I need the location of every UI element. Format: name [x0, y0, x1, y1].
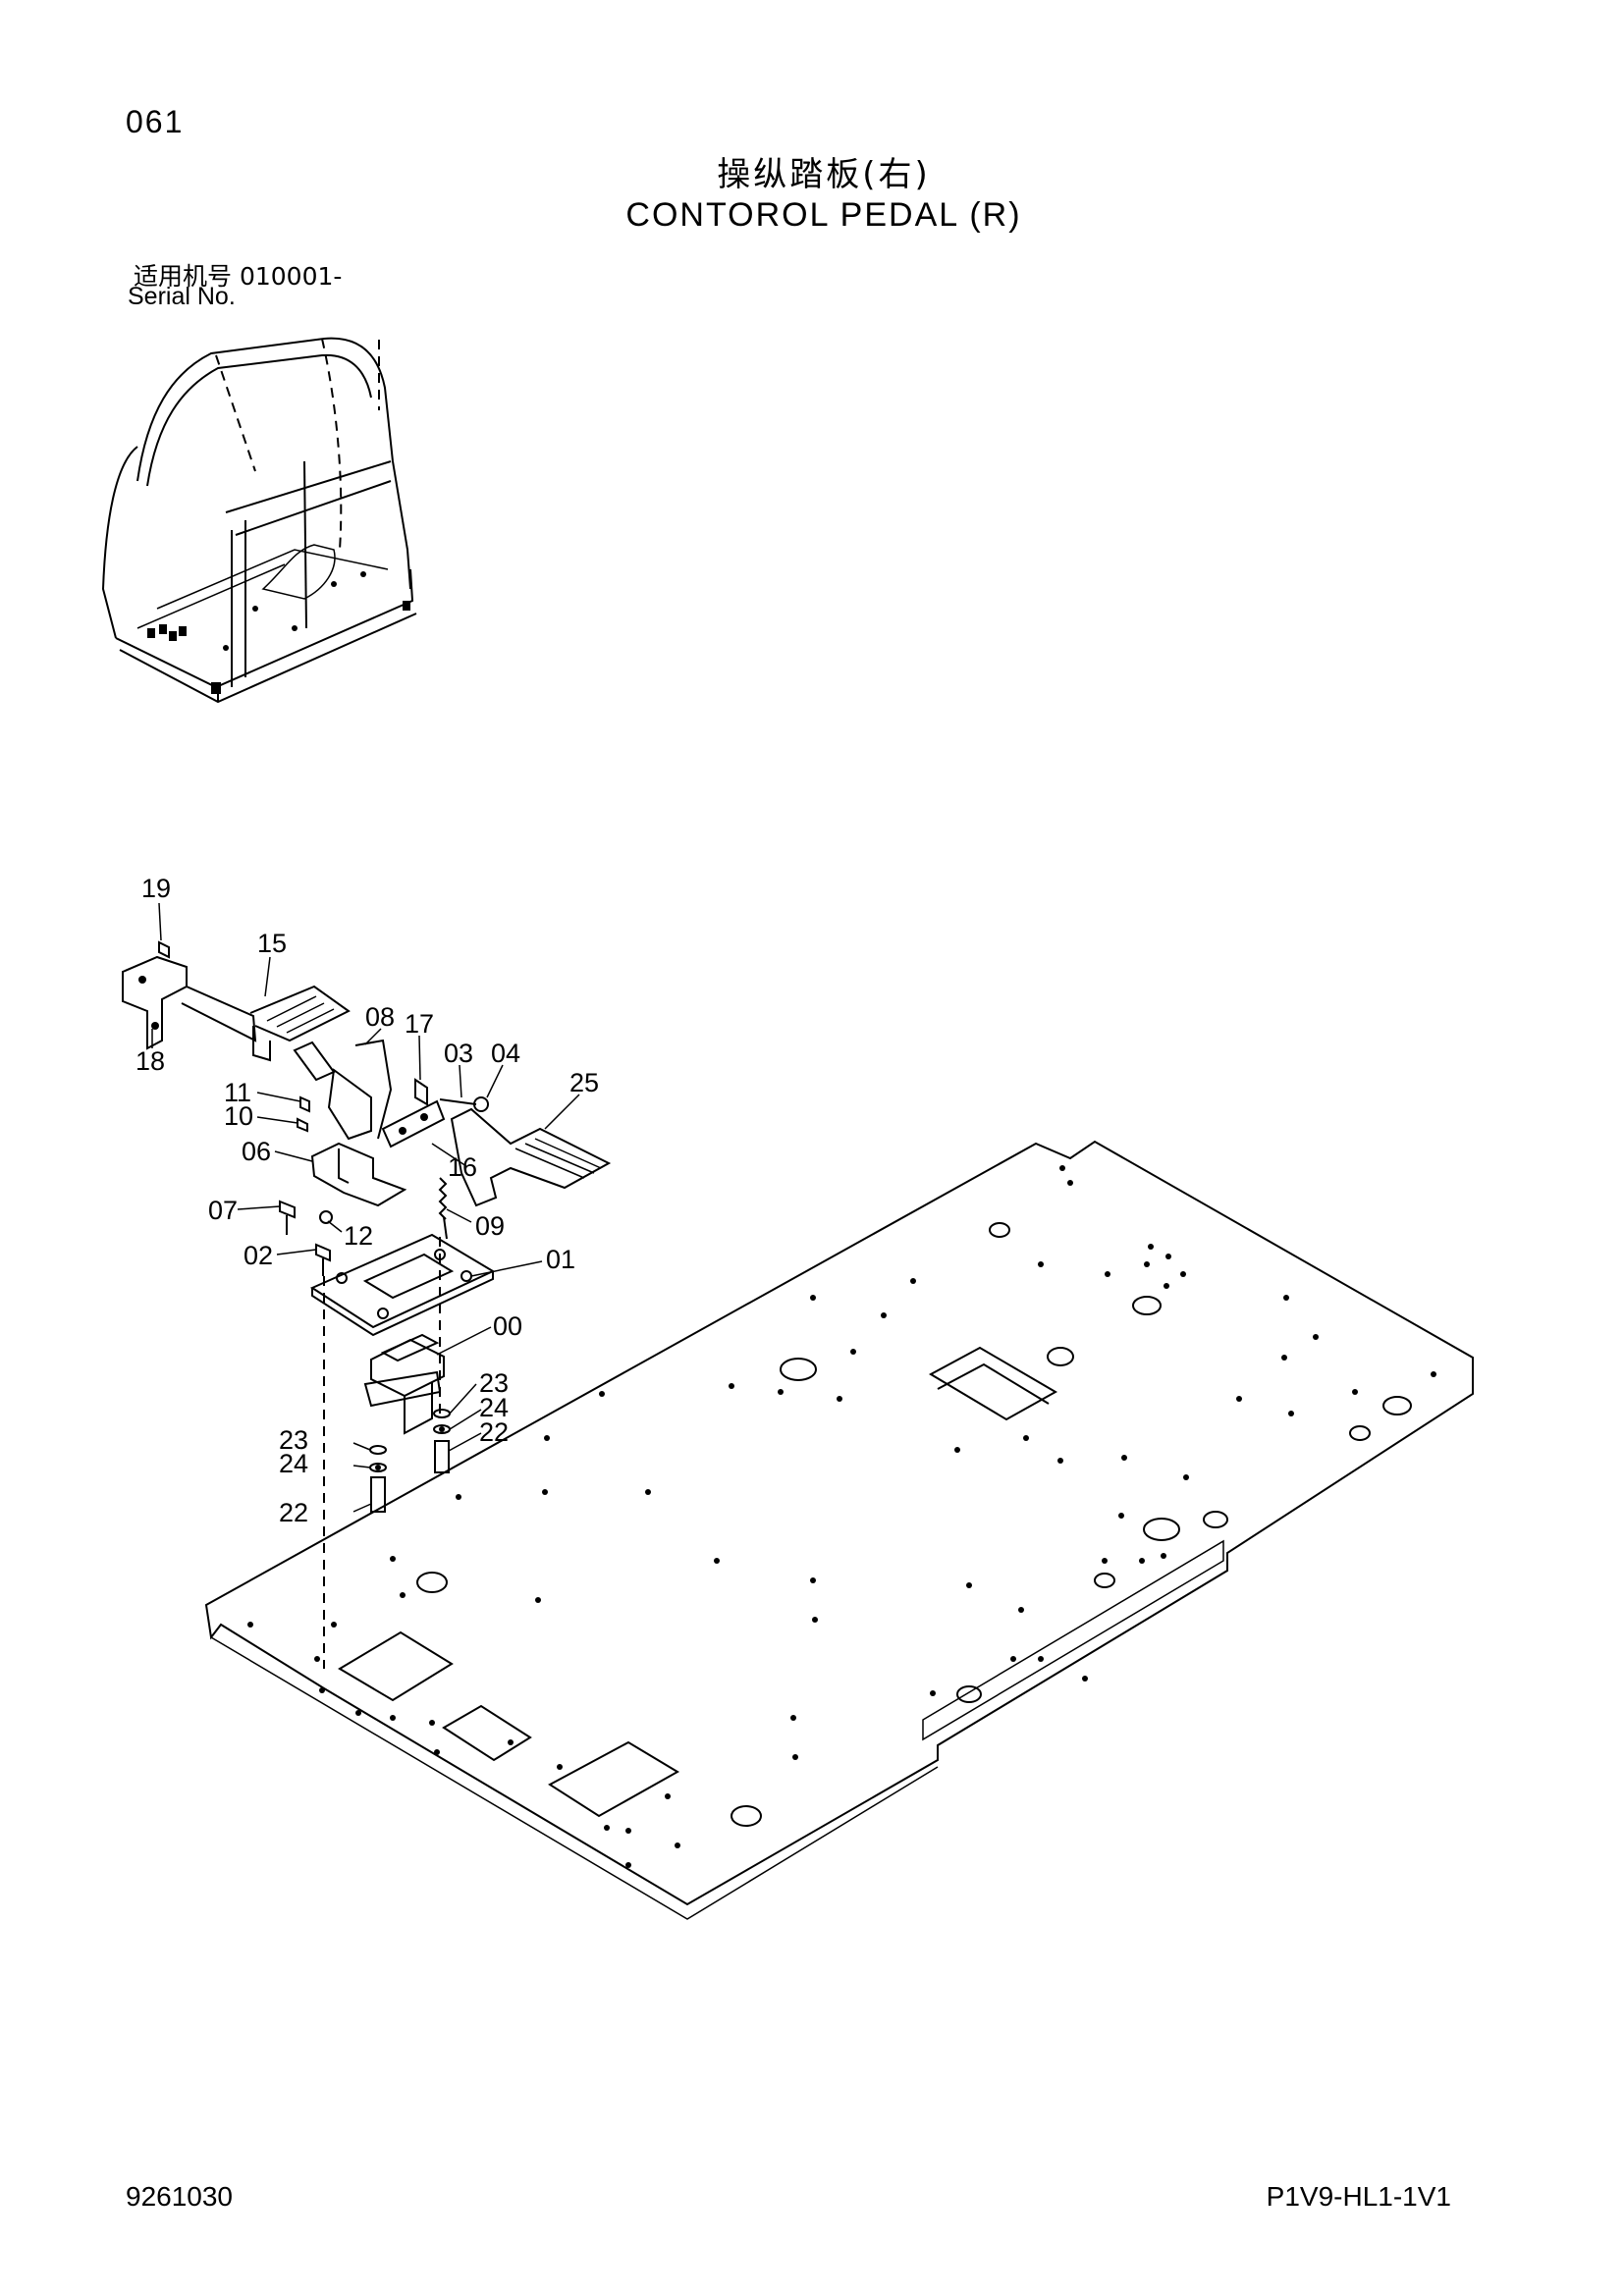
callout-22-right: 22 [479, 1417, 509, 1447]
callout-19: 19 [141, 874, 171, 903]
callout-01: 01 [546, 1245, 575, 1274]
floor-plate [204, 1140, 1474, 1920]
callout-numbers: 19 15 18 08 17 03 04 25 11 10 06 16 07 0… [135, 874, 599, 1527]
drawing-number: 9261030 [126, 2181, 234, 2212]
serial-label-cn-text: 适用机号 [134, 262, 233, 291]
callout-16: 16 [448, 1152, 477, 1182]
callout-00: 00 [493, 1311, 522, 1341]
page-number: 061 [126, 104, 185, 139]
callout-04: 04 [491, 1039, 520, 1068]
callout-17: 17 [405, 1009, 434, 1039]
callout-06: 06 [242, 1137, 271, 1166]
callout-24-left: 24 [279, 1449, 308, 1478]
callout-15: 15 [257, 929, 287, 958]
callout-18: 18 [135, 1046, 165, 1076]
title-chinese: 操纵踏板(右) [717, 155, 931, 194]
callout-02: 02 [244, 1241, 273, 1270]
page-code: P1V9-HL1-1V1 [1266, 2181, 1451, 2212]
callout-03: 03 [444, 1039, 473, 1068]
callout-23-left: 23 [279, 1425, 308, 1455]
callout-10: 10 [224, 1101, 253, 1131]
callout-22-left: 22 [279, 1498, 308, 1527]
callout-09: 09 [475, 1211, 505, 1241]
serial-label-chinese: 适用机号 010001- [134, 257, 342, 293]
callout-11: 11 [224, 1078, 251, 1107]
callout-leaders [151, 902, 580, 1513]
callout-12: 12 [344, 1221, 373, 1251]
callout-25: 25 [569, 1068, 599, 1097]
pedal-assembly-parts [122, 940, 612, 1669]
serial-label-english: Serial No. [128, 283, 236, 310]
callout-07: 07 [208, 1196, 238, 1225]
cab-overview-illustration [101, 337, 417, 704]
callout-24-right: 24 [479, 1393, 509, 1422]
serial-number: 010001- [239, 262, 343, 291]
title-english: CONTOROL PEDAL (R) [625, 196, 1022, 234]
callout-23-right: 23 [479, 1368, 509, 1398]
callout-08: 08 [365, 1002, 395, 1032]
